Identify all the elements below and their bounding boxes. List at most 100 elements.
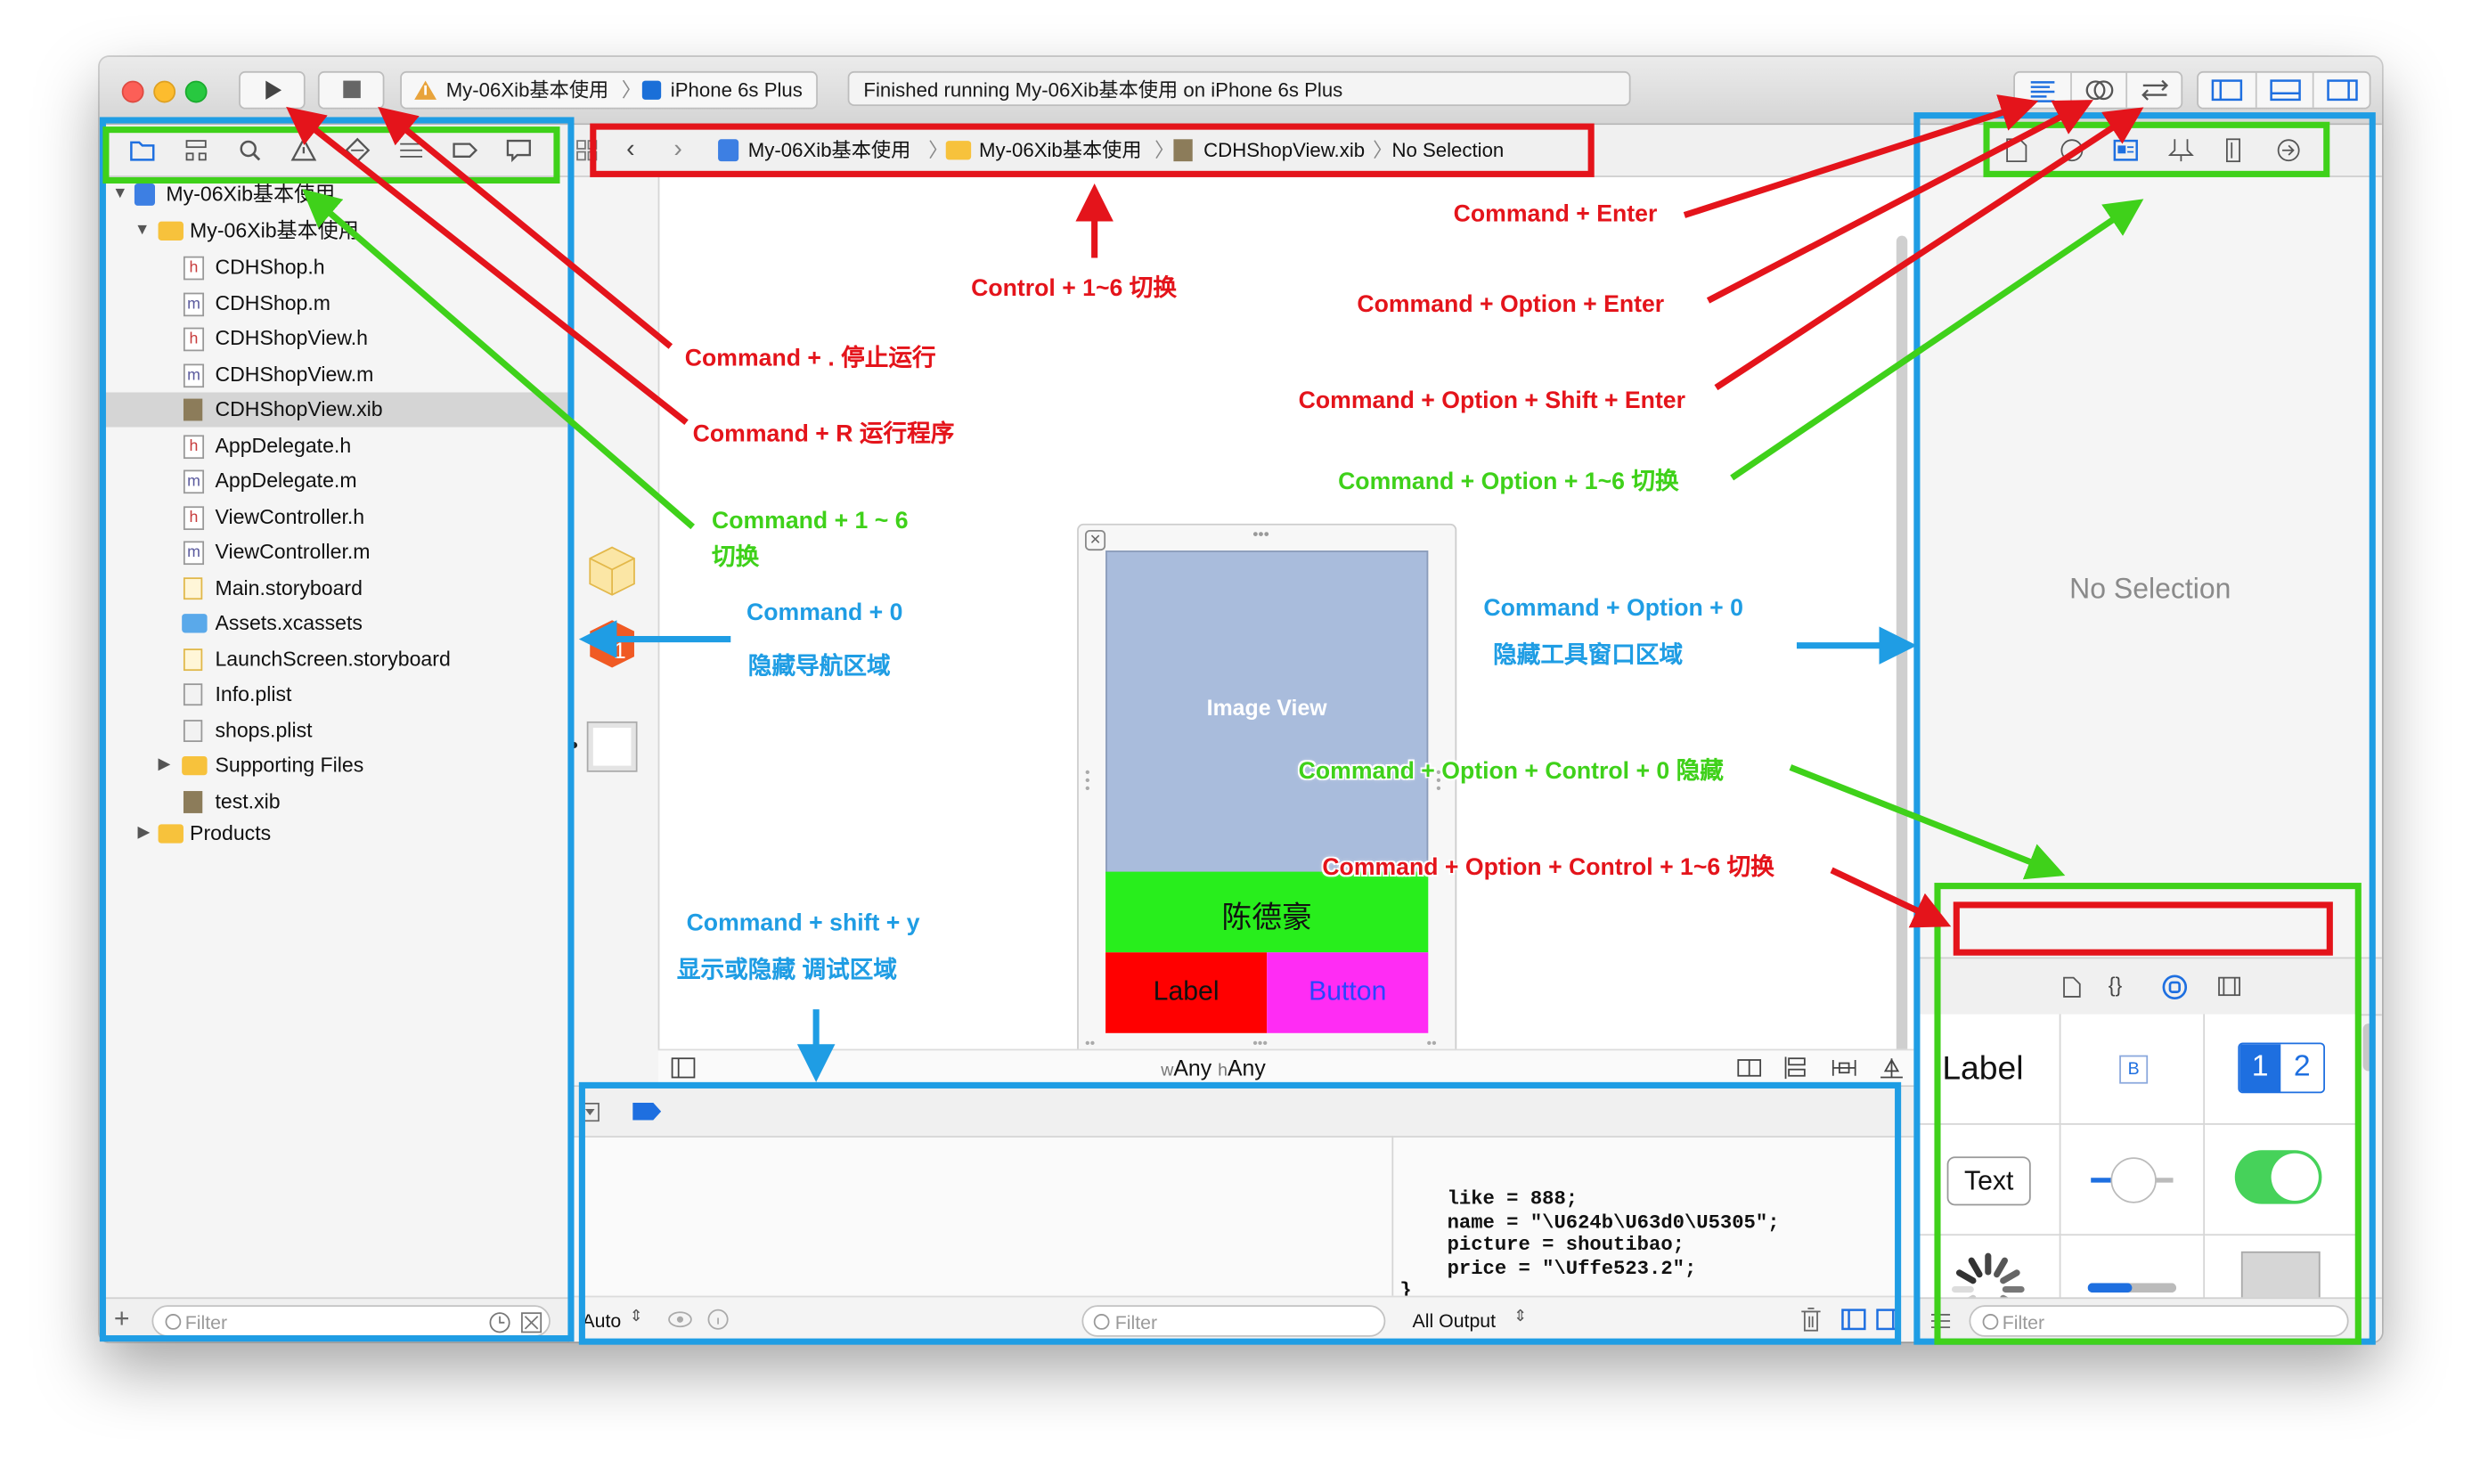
issue-navigator-tab[interactable] bbox=[290, 136, 318, 165]
file-row[interactable]: Info.plist bbox=[100, 677, 568, 712]
hierarchy-icon bbox=[185, 140, 207, 161]
action-button[interactable]: Button bbox=[1267, 952, 1429, 1033]
toggle-utilities-button[interactable] bbox=[2312, 72, 2371, 108]
view-object-icon[interactable] bbox=[586, 721, 638, 772]
library-filter-bar: Filter bbox=[1916, 1297, 2382, 1342]
filter-placeholder: Filter bbox=[1114, 1311, 1158, 1334]
outline-toggle-icon[interactable] bbox=[671, 1056, 696, 1079]
drag-handle-icon[interactable]: ••• bbox=[1252, 526, 1269, 544]
corner-handle[interactable]: •• bbox=[1084, 1034, 1096, 1051]
console-output[interactable]: like = 888; name = "\U624b\U63d0\U5305";… bbox=[1399, 1136, 1909, 1302]
stop-button[interactable] bbox=[317, 70, 385, 110]
eye-icon[interactable] bbox=[667, 1310, 692, 1329]
image-view[interactable]: Image View bbox=[1105, 550, 1429, 874]
trash-icon[interactable] bbox=[1800, 1307, 1823, 1332]
annotation-cmd-opt-0: Command + Option + 0 bbox=[1483, 594, 1743, 623]
add-icon[interactable]: + bbox=[113, 1303, 130, 1334]
variables-scope-select[interactable]: Auto bbox=[582, 1309, 622, 1333]
forward-chevron-icon[interactable]: › bbox=[673, 135, 682, 163]
align-icon[interactable] bbox=[1784, 1056, 1809, 1080]
code-snippet-icon[interactable]: {} bbox=[2108, 973, 2123, 997]
size-class-selector[interactable]: wAny hAny bbox=[1161, 1056, 1266, 1080]
connections-inspector-icon[interactable] bbox=[2276, 138, 2301, 163]
file-row[interactable]: test.xib bbox=[100, 784, 568, 819]
split-left-icon[interactable] bbox=[1841, 1309, 1866, 1331]
library-item-label[interactable]: Label bbox=[1916, 1014, 2061, 1125]
scheme-target: My-06Xib基本使用 bbox=[445, 78, 609, 102]
file-row[interactable]: Assets.xcassets bbox=[100, 606, 568, 640]
price-label[interactable]: Label bbox=[1105, 952, 1268, 1033]
resize-handle-left[interactable]: ••• bbox=[1084, 763, 1090, 796]
recent-clock-icon[interactable] bbox=[489, 1311, 511, 1333]
file-row[interactable]: shops.plist bbox=[100, 713, 568, 747]
name-label[interactable]: 陈德豪 bbox=[1105, 871, 1429, 953]
annotation-cmd-16-b: 切换 bbox=[711, 543, 760, 572]
drag-handle-bottom[interactable]: ••• bbox=[1252, 1034, 1268, 1051]
breadcrumb-selection[interactable]: No Selection bbox=[1391, 139, 1505, 162]
pin-icon[interactable] bbox=[1831, 1056, 1856, 1079]
run-button[interactable] bbox=[239, 70, 306, 110]
assistant-editor-button[interactable] bbox=[2070, 72, 2127, 108]
object-library-icon[interactable] bbox=[2162, 974, 2188, 1000]
stack-icon[interactable] bbox=[1736, 1056, 1762, 1079]
corner-handle[interactable]: •• bbox=[1426, 1034, 1437, 1051]
project-navigator-tab[interactable] bbox=[128, 136, 157, 165]
file-template-icon[interactable] bbox=[2062, 976, 2081, 999]
symbol-navigator-tab[interactable] bbox=[182, 136, 210, 165]
no-selection-message: No Selection bbox=[2069, 572, 2231, 605]
placeholder-cube-icon[interactable] bbox=[585, 544, 639, 598]
back-chevron-icon[interactable]: ‹ bbox=[626, 135, 635, 163]
library-item-button[interactable]: B bbox=[2060, 1014, 2206, 1125]
breadcrumb-file[interactable]: CDHShopView.xib bbox=[1203, 139, 1366, 162]
info-icon[interactable] bbox=[707, 1309, 730, 1331]
attributes-inspector-icon[interactable] bbox=[2168, 138, 2194, 163]
library-item-slider[interactable] bbox=[2060, 1124, 2206, 1236]
variables-filter-input[interactable]: Filter bbox=[1081, 1305, 1386, 1337]
storyboard-icon bbox=[183, 648, 203, 671]
xib-file-icon bbox=[1173, 139, 1193, 162]
report-navigator-tab[interactable] bbox=[504, 136, 533, 165]
scheme-selector[interactable]: My-06Xib基本使用 〉 iPhone 6s Plus bbox=[400, 70, 818, 110]
breadcrumb-project[interactable]: My-06Xib基本使用 bbox=[747, 139, 911, 162]
resize-handle-right[interactable]: ••• bbox=[1436, 763, 1441, 796]
minimize-window-button[interactable] bbox=[153, 80, 176, 103]
plist-icon bbox=[183, 683, 203, 706]
library-item-textfield[interactable]: Text bbox=[1916, 1124, 2061, 1236]
view-toggles-segmented bbox=[2197, 70, 2371, 110]
annotation-cmd-shift-y: Command + shift + y bbox=[686, 909, 920, 937]
scm-filter-icon[interactable] bbox=[520, 1311, 542, 1333]
toggle-navigator-button[interactable] bbox=[2199, 73, 2256, 108]
breakpoints-toggle-icon[interactable] bbox=[632, 1102, 662, 1121]
resolve-icon[interactable] bbox=[1879, 1056, 1904, 1079]
file-row[interactable]: CDHShopView.xib bbox=[99, 392, 568, 428]
size-inspector-icon[interactable] bbox=[2223, 138, 2242, 163]
breakpoint-navigator-tab[interactable] bbox=[451, 136, 479, 165]
version-editor-icon bbox=[2141, 79, 2169, 101]
library-item-progress-view[interactable] bbox=[2060, 1235, 2206, 1342]
breadcrumb-group[interactable]: My-06Xib基本使用 bbox=[979, 139, 1142, 162]
navigator-filter-input[interactable]: Filter bbox=[151, 1305, 551, 1337]
library-filter-input[interactable]: Filter bbox=[1969, 1305, 2349, 1337]
close-scene-icon[interactable]: ✕ bbox=[1084, 529, 1106, 551]
media-library-icon[interactable] bbox=[2217, 976, 2241, 997]
tree-products-row[interactable]: ▶ Products bbox=[100, 816, 568, 851]
filter-placeholder: Filter bbox=[184, 1311, 228, 1334]
console-output-select[interactable]: All Output bbox=[1412, 1309, 1497, 1333]
console-line: price = "\Uffe523.2"; bbox=[1399, 1257, 1697, 1279]
version-editor-button[interactable] bbox=[2125, 72, 2182, 108]
toggle-debug-area-button[interactable] bbox=[2255, 72, 2314, 108]
close-window-button[interactable] bbox=[121, 80, 144, 103]
find-navigator-tab[interactable] bbox=[236, 136, 265, 165]
file-row[interactable]: LaunchScreen.storyboard bbox=[100, 641, 568, 676]
zoom-window-button[interactable] bbox=[184, 80, 208, 103]
file-row[interactable]: ▶Supporting Files bbox=[100, 748, 568, 783]
file-row[interactable]: Main.storyboard bbox=[100, 570, 568, 605]
